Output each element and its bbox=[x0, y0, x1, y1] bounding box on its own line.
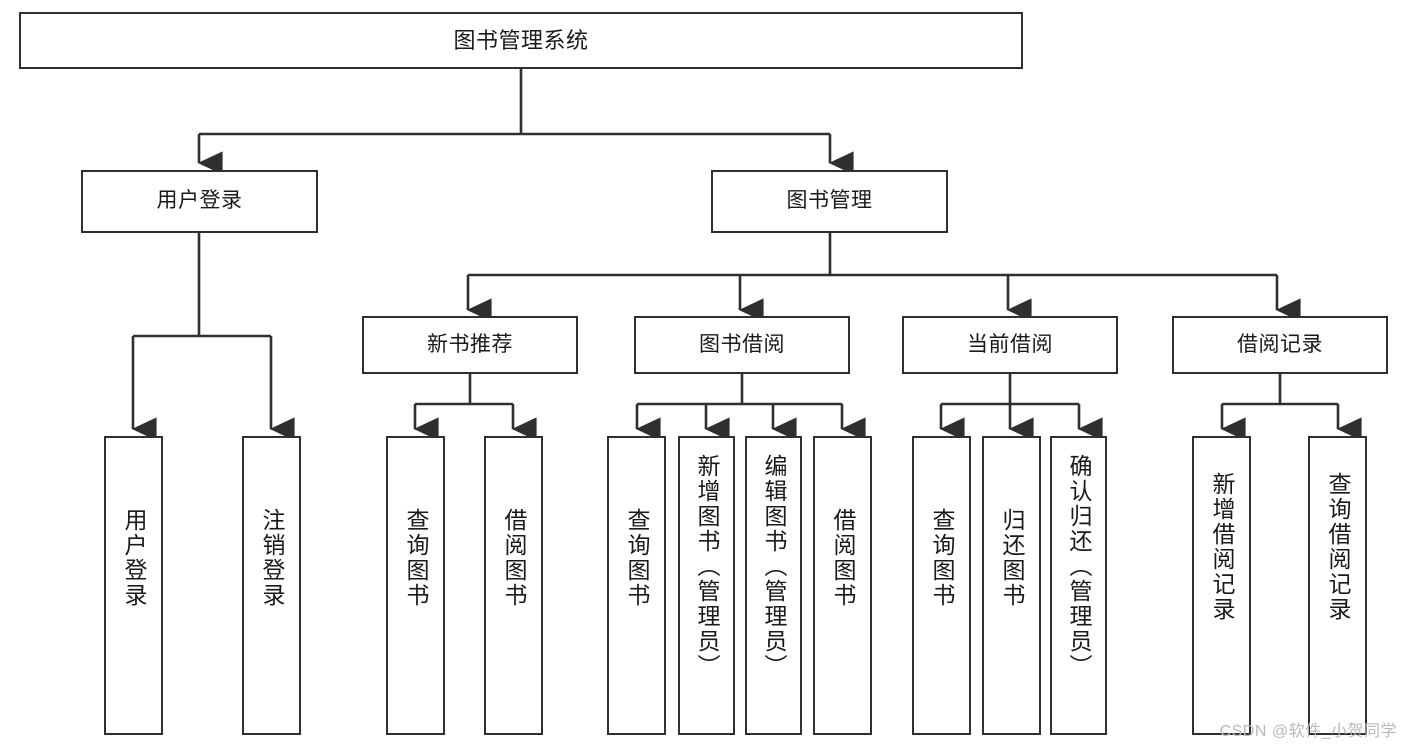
node-borrow-record[interactable]: 借阅记录 bbox=[1172, 316, 1388, 374]
node-label: 查询图书 bbox=[624, 508, 650, 608]
node-book-borrow[interactable]: 图书借阅 bbox=[634, 316, 850, 374]
node-label: 编辑图书（管理员） bbox=[761, 454, 787, 679]
node-label: 图书管理 bbox=[786, 189, 873, 213]
node-label: 查询图书 bbox=[929, 508, 955, 608]
node-label: 新书推荐 bbox=[427, 332, 513, 356]
node-leaf-user-logout[interactable]: 注销登录 bbox=[242, 436, 301, 735]
node-label: 确认归还（管理员） bbox=[1066, 454, 1092, 679]
node-book-manage[interactable]: 图书管理 bbox=[711, 170, 948, 233]
node-leaf-borrow-book-2[interactable]: 借阅图书 bbox=[813, 436, 872, 735]
node-label: 新增图书（管理员） bbox=[694, 454, 720, 679]
node-label: 当前借阅 bbox=[967, 332, 1053, 356]
node-leaf-query-book-2[interactable]: 查询图书 bbox=[607, 436, 666, 735]
node-label: 查询图书 bbox=[403, 508, 429, 608]
node-leaf-confirm-return[interactable]: 确认归还（管理员） bbox=[1050, 436, 1107, 735]
node-leaf-query-record[interactable]: 查询借阅记录 bbox=[1308, 436, 1367, 735]
node-label: 图书管理系统 bbox=[453, 27, 589, 53]
node-label: 用户登录 bbox=[156, 189, 243, 213]
node-leaf-borrow-book-1[interactable]: 借阅图书 bbox=[484, 436, 543, 735]
node-label: 注销登录 bbox=[259, 508, 285, 608]
node-current-borrow[interactable]: 当前借阅 bbox=[902, 316, 1118, 374]
node-new-book-recommend[interactable]: 新书推荐 bbox=[362, 316, 578, 374]
node-label: 借阅图书 bbox=[830, 508, 856, 608]
node-label: 归还图书 bbox=[999, 508, 1025, 608]
node-label: 用户登录 bbox=[121, 508, 147, 608]
node-label: 图书借阅 bbox=[699, 332, 785, 356]
watermark-text: CSDN @软件_小贺同学 bbox=[1219, 723, 1397, 740]
node-label: 借阅图书 bbox=[501, 508, 527, 608]
node-label: 新增借阅记录 bbox=[1209, 472, 1235, 622]
node-label: 查询借阅记录 bbox=[1325, 472, 1351, 622]
node-label: 借阅记录 bbox=[1237, 332, 1323, 356]
node-leaf-user-login[interactable]: 用户登录 bbox=[104, 436, 163, 735]
node-root-book-management-system[interactable]: 图书管理系统 bbox=[19, 12, 1023, 69]
node-leaf-edit-book[interactable]: 编辑图书（管理员） bbox=[745, 436, 802, 735]
node-leaf-query-book-1[interactable]: 查询图书 bbox=[386, 436, 445, 735]
node-user-login[interactable]: 用户登录 bbox=[81, 170, 318, 233]
node-leaf-add-book[interactable]: 新增图书（管理员） bbox=[678, 436, 735, 735]
node-leaf-return-book[interactable]: 归还图书 bbox=[982, 436, 1041, 735]
node-leaf-query-book-3[interactable]: 查询图书 bbox=[912, 436, 971, 735]
node-leaf-add-record[interactable]: 新增借阅记录 bbox=[1192, 436, 1251, 735]
